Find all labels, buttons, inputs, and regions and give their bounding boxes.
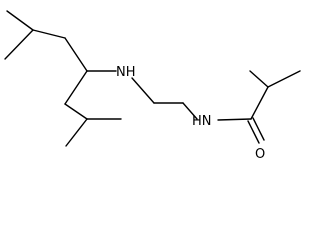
bond-carbonyl-to-ch: [250, 86, 269, 120]
bond-isobutyl-lower-ch2: [64, 70, 88, 105]
bond-isobutyl-lower-ch: [64, 103, 88, 120]
bond-carbonyl-double-left: [247, 120, 260, 144]
bond-isobutyl-upper-ch2: [64, 37, 88, 72]
bond-ch2-to-amide-nh: [182, 102, 198, 120]
amine-nitrogen-label: NH: [116, 65, 136, 80]
bond-amide-nh-to-carbonyl: [217, 118, 252, 121]
bond-methyl-upper-left: [6, 10, 34, 31]
bond-nh-to-ch2: [131, 77, 155, 104]
amide-nitrogen-label: HN: [192, 114, 212, 129]
bond-methyl-lower-left: [65, 118, 88, 147]
bond-isopropyl-methyl-upper: [249, 70, 269, 88]
bond-carbonyl-double-right: [252, 117, 265, 141]
bond-isopropyl-methyl-right: [267, 70, 301, 88]
bond-isobutyl-upper-ch: [32, 29, 66, 39]
carbonyl-oxygen-label: O: [255, 147, 265, 162]
molecule-structure: NH HN O: [4, 10, 301, 162]
bond-methyl-upper-right: [4, 29, 34, 60]
